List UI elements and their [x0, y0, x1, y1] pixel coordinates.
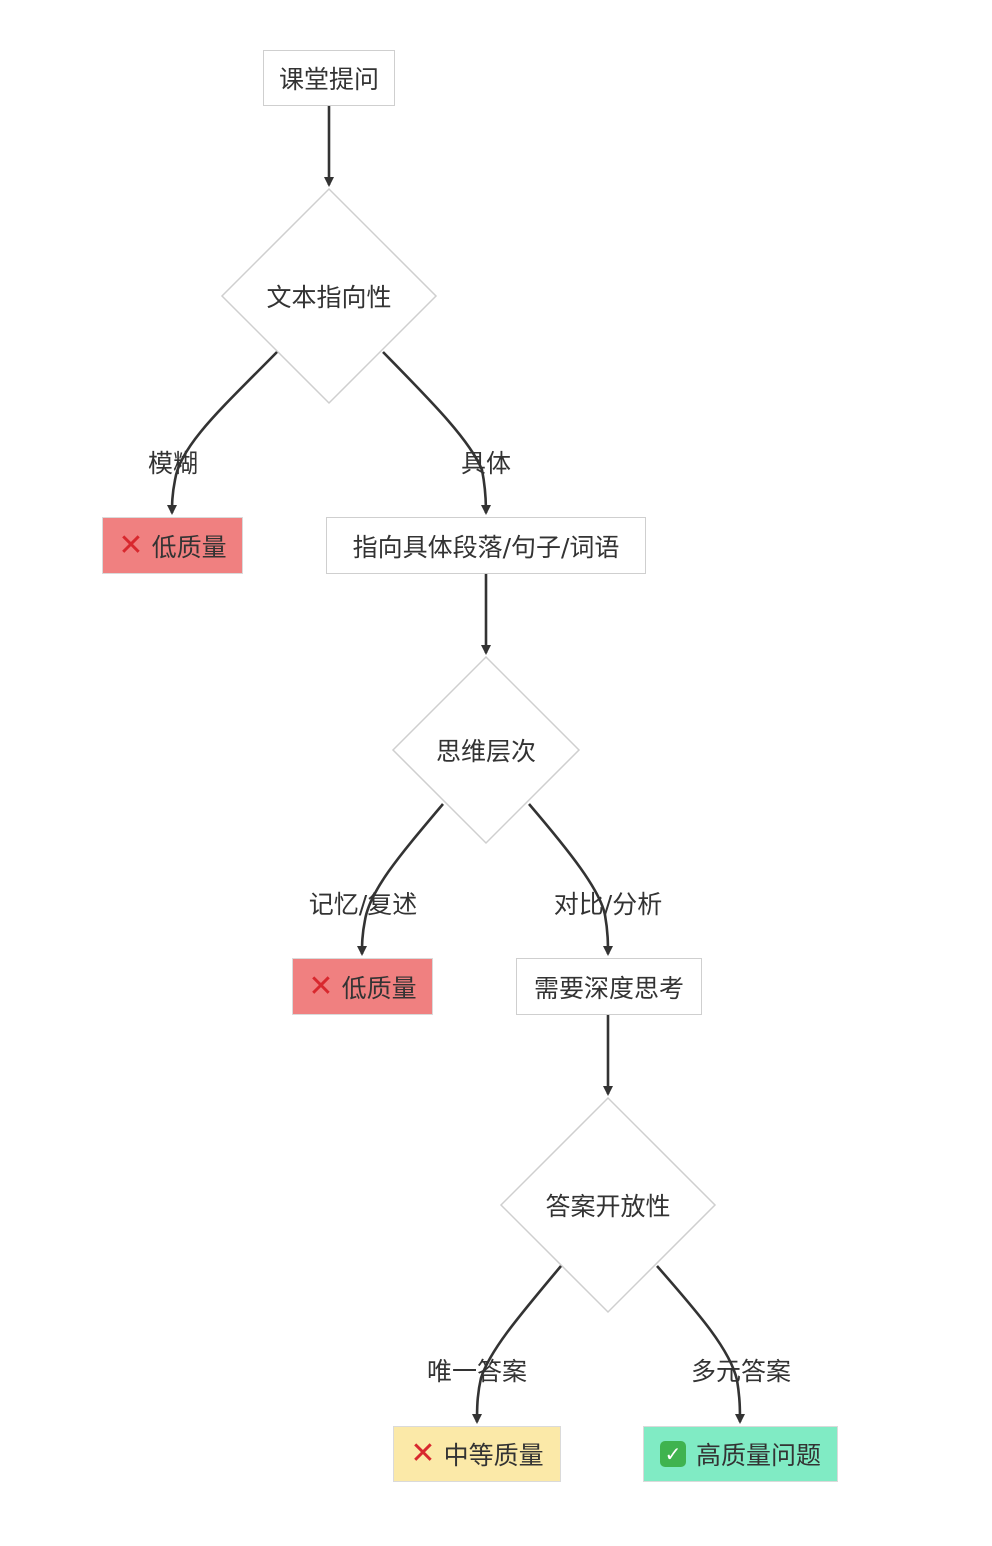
edge-vague [167, 351, 278, 515]
node-start-label: 课堂提问 [278, 65, 379, 94]
decision-diamond-text-direction [220, 187, 438, 405]
edge-label-specific: 具体 [460, 449, 512, 478]
node-medium-quality: ✕ 中等质量 [393, 1426, 561, 1482]
edge-label-multiple-answers: 多元答案 [690, 1357, 792, 1386]
node-low-quality-2-label: 低质量 [341, 973, 417, 1003]
decision-label-text-direction: 文本指向性 [266, 283, 392, 312]
node-specific-target-label: 指向具体段落/句子/词语 [352, 532, 620, 562]
edge-label-vague: 模糊 [147, 449, 199, 478]
edge-unique-answer [472, 1265, 562, 1424]
edge-multiple-answers [656, 1265, 745, 1424]
decision-diamond-answer-openness [499, 1096, 717, 1314]
node-low-quality-1: ✕ 低质量 [102, 517, 243, 574]
decision-label-thinking-level: 思维层次 [435, 737, 536, 766]
node-low-quality-1-label: 低质量 [151, 532, 227, 562]
cross-mark-icon: ✕ [308, 968, 334, 1004]
cross-mark-icon: ✕ [118, 527, 144, 563]
edge-label-recall: 记忆/复述 [308, 890, 418, 919]
node-deep-thinking-label: 需要深度思考 [533, 973, 684, 1003]
edge-label-unique-answer: 唯一答案 [426, 1357, 528, 1386]
edge-specific [382, 351, 491, 515]
edge-compare [528, 803, 613, 956]
cross-mark-icon: ✕ [410, 1436, 436, 1471]
node-low-quality-2: ✕ 低质量 [292, 958, 433, 1015]
node-specific-target: 指向具体段落/句子/词语 [326, 517, 646, 574]
edge-recall [357, 803, 444, 956]
decision-diamond-thinking-level [391, 655, 581, 845]
edge-label-compare: 对比/分析 [553, 890, 663, 919]
node-start: 课堂提问 [263, 50, 395, 106]
node-deep-thinking: 需要深度思考 [516, 958, 702, 1015]
node-medium-quality-label: 中等质量 [443, 1441, 544, 1470]
check-mark-icon: ✓ [659, 1441, 686, 1467]
node-high-quality-label: 高质量问题 [695, 1441, 821, 1470]
decision-label-answer-openness: 答案开放性 [545, 1192, 671, 1221]
node-high-quality: ✓ 高质量问题 [643, 1426, 838, 1482]
